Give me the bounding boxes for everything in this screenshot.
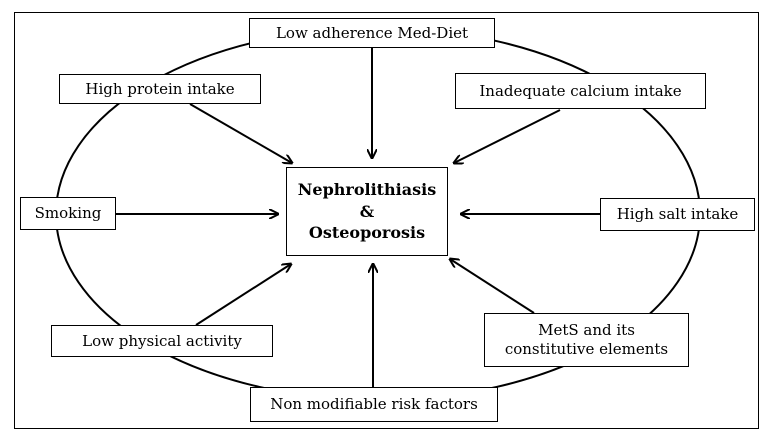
factor-smoking: Smoking xyxy=(20,197,116,230)
center-line-1: Nephrolithiasis xyxy=(297,180,437,200)
factor-label: Smoking xyxy=(34,204,102,223)
arrow-top-left xyxy=(189,103,292,163)
arrow-bottom-right xyxy=(450,259,535,314)
factor-high-salt-intake: High salt intake xyxy=(600,198,755,231)
factor-label-line-1: MetS and its xyxy=(538,321,635,340)
factor-label: Non modifiable risk factors xyxy=(270,395,478,414)
factor-label-line-2: constitutive elements xyxy=(504,340,669,358)
center-line-3: Osteoporosis xyxy=(308,223,426,243)
arrow-bottom-left xyxy=(195,264,291,326)
factor-label: Low adherence Med-Diet xyxy=(275,23,469,42)
factor-high-protein-intake: High protein intake xyxy=(59,74,261,104)
factor-label: Inadequate calcium intake xyxy=(479,81,682,100)
factor-non-modifiable-risk-factors: Non modifiable risk factors xyxy=(250,387,498,422)
factor-mets-constitutive-elements: MetS and its constitutive elements xyxy=(484,313,689,367)
center-line-2: & xyxy=(359,201,375,221)
factor-low-physical-activity: Low physical activity xyxy=(51,325,273,357)
factor-label: Low physical activity xyxy=(82,331,242,350)
factor-label: High salt intake xyxy=(616,205,739,224)
center-node: Nephrolithiasis & Osteoporosis xyxy=(286,167,448,256)
arrow-top-right xyxy=(454,109,561,163)
factor-inadequate-calcium-intake: Inadequate calcium intake xyxy=(455,73,706,109)
factor-label: High protein intake xyxy=(85,79,235,98)
factor-low-adherence-med-diet: Low adherence Med-Diet xyxy=(249,18,495,48)
